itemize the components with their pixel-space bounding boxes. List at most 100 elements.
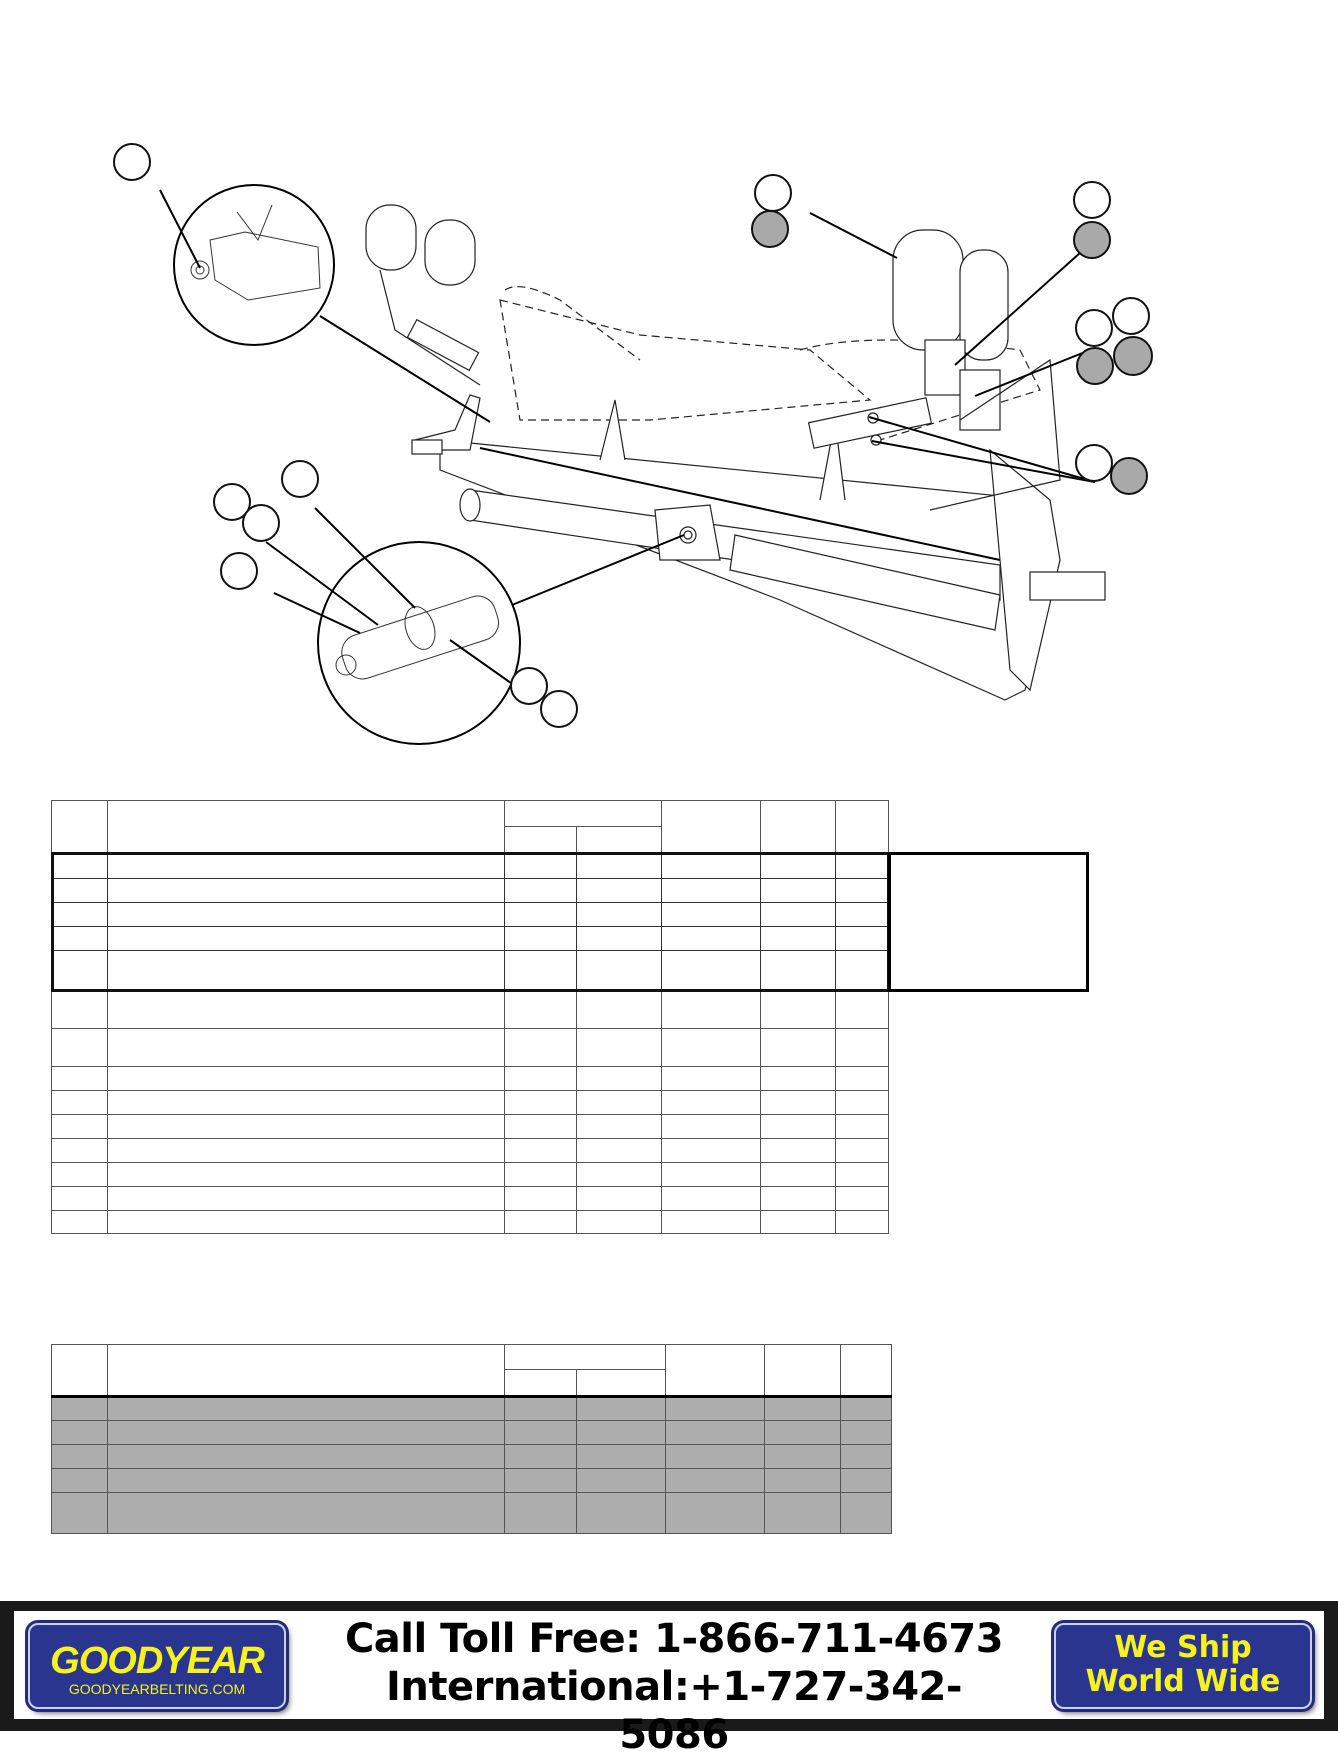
parts-table-cell — [107, 950, 505, 991]
parts-table-cell — [760, 1210, 836, 1234]
parts-table-row — [51, 853, 889, 879]
callout-bubble — [510, 667, 548, 705]
parts-table-cell — [504, 1210, 577, 1234]
kit-table-cell — [504, 1492, 577, 1534]
parts-table-cell — [576, 990, 662, 1029]
parts-table-cell — [661, 1066, 761, 1091]
parts-table-row — [51, 1210, 889, 1234]
parts-table-cell — [107, 1090, 505, 1115]
kit-col-header-5 — [764, 1344, 841, 1397]
parts-table-cell — [51, 926, 108, 951]
parts-table-cell — [835, 1090, 889, 1115]
parts-table-cell — [576, 1028, 662, 1067]
callout-bubble — [1073, 181, 1111, 219]
parts-table-cell — [107, 990, 505, 1029]
parts-table-cell — [835, 1162, 889, 1187]
kit-table-cell — [504, 1420, 577, 1445]
col-header-description — [107, 800, 505, 854]
kit-col-header-description — [107, 1344, 505, 1397]
parts-table-cell — [835, 853, 889, 879]
parts-table-cell — [504, 878, 577, 903]
col-subheader-a — [504, 826, 577, 854]
parts-table-cell — [51, 1138, 108, 1163]
col-subheader-b — [576, 826, 662, 854]
kit-col-subheader-a — [504, 1369, 577, 1397]
kit-table-cell — [107, 1420, 505, 1445]
parts-table-cell — [661, 1090, 761, 1115]
callout-bubble — [1075, 309, 1113, 347]
parts-table-cell — [835, 1066, 889, 1091]
kit-table-cell — [107, 1396, 505, 1421]
kit-table-cell — [665, 1420, 765, 1445]
parts-table-cell — [760, 1090, 836, 1115]
parts-table-cell — [504, 1162, 577, 1187]
parts-table-cell — [760, 878, 836, 903]
callout-bubble — [1073, 221, 1111, 259]
parts-table-row — [51, 950, 889, 991]
kit-table-cell — [840, 1444, 892, 1469]
parts-table-cell — [504, 902, 577, 927]
kit-table-cell — [107, 1444, 505, 1469]
parts-table-cell — [51, 902, 108, 927]
ship-line-1: We Ship — [1114, 1630, 1252, 1665]
parts-table-cell — [661, 1138, 761, 1163]
parts-table-cell — [661, 878, 761, 903]
parts-table-cell — [576, 1090, 662, 1115]
callout-bubble — [1075, 444, 1113, 482]
kit-col-header-4 — [665, 1344, 765, 1397]
col-header-group — [504, 800, 662, 827]
callout-bubble — [540, 690, 578, 728]
parts-table-cell — [107, 1066, 505, 1091]
parts-table-cell — [504, 926, 577, 951]
international-phone: International:+1-727-342-5086 — [386, 1664, 962, 1758]
col-header-4 — [661, 800, 761, 854]
kit-table-row — [51, 1468, 892, 1493]
parts-table-row — [51, 1138, 889, 1163]
parts-table-cell — [760, 1186, 836, 1211]
parts-table-cell — [504, 1138, 577, 1163]
kit-table-cell — [576, 1420, 666, 1445]
parts-table-cell — [835, 1138, 889, 1163]
parts-table-cell — [107, 1186, 505, 1211]
parts-table-cell — [576, 853, 662, 879]
banner-panel: GOODYEAR GOODYEARBELTING.COM Call Toll F… — [14, 1611, 1324, 1758]
parts-table-cell — [835, 950, 889, 991]
parts-table-cell — [51, 950, 108, 991]
kit-table-cell — [51, 1420, 108, 1445]
parts-table-cell — [51, 1066, 108, 1091]
callout-bubble — [281, 460, 319, 498]
assembly-drawing — [159, 184, 1106, 745]
parts-table-cell — [661, 1114, 761, 1139]
kit-col-subheader-b — [576, 1369, 666, 1398]
parts-table-row — [51, 902, 889, 927]
parts-table-cell — [760, 1138, 836, 1163]
parts-table-cell — [760, 853, 836, 879]
kit-table-cell — [51, 1468, 108, 1493]
goodyear-logo-badge[interactable]: GOODYEAR GOODYEARBELTING.COM — [28, 1623, 286, 1709]
parts-table-cell — [107, 1138, 505, 1163]
kit-table-cell — [107, 1468, 505, 1493]
kit-table-cell — [764, 1420, 841, 1445]
kit-table-row — [51, 1492, 892, 1534]
parts-table-row — [51, 1162, 889, 1187]
parts-table-cell — [835, 1028, 889, 1067]
kit-table-cell — [764, 1444, 841, 1469]
kit-table-row — [51, 1420, 892, 1445]
kit-table-cell — [764, 1468, 841, 1493]
side-note-box — [888, 852, 1089, 992]
kit-table-cell — [504, 1444, 577, 1469]
callout-bubble — [213, 483, 251, 521]
parts-table-cell — [760, 1162, 836, 1187]
parts-table-cell — [107, 853, 505, 879]
callout-bubble — [1113, 336, 1153, 376]
kit-table-cell — [504, 1468, 577, 1493]
kit-table-cell — [51, 1396, 108, 1421]
kit-col-header-item — [51, 1344, 108, 1397]
parts-table-cell — [835, 1210, 889, 1234]
parts-table-cell — [107, 1114, 505, 1139]
parts-table-cell — [661, 990, 761, 1029]
kit-table-cell — [840, 1396, 892, 1421]
parts-table-cell — [760, 926, 836, 951]
parts-table-cell — [835, 990, 889, 1029]
parts-table-cell — [835, 1114, 889, 1139]
